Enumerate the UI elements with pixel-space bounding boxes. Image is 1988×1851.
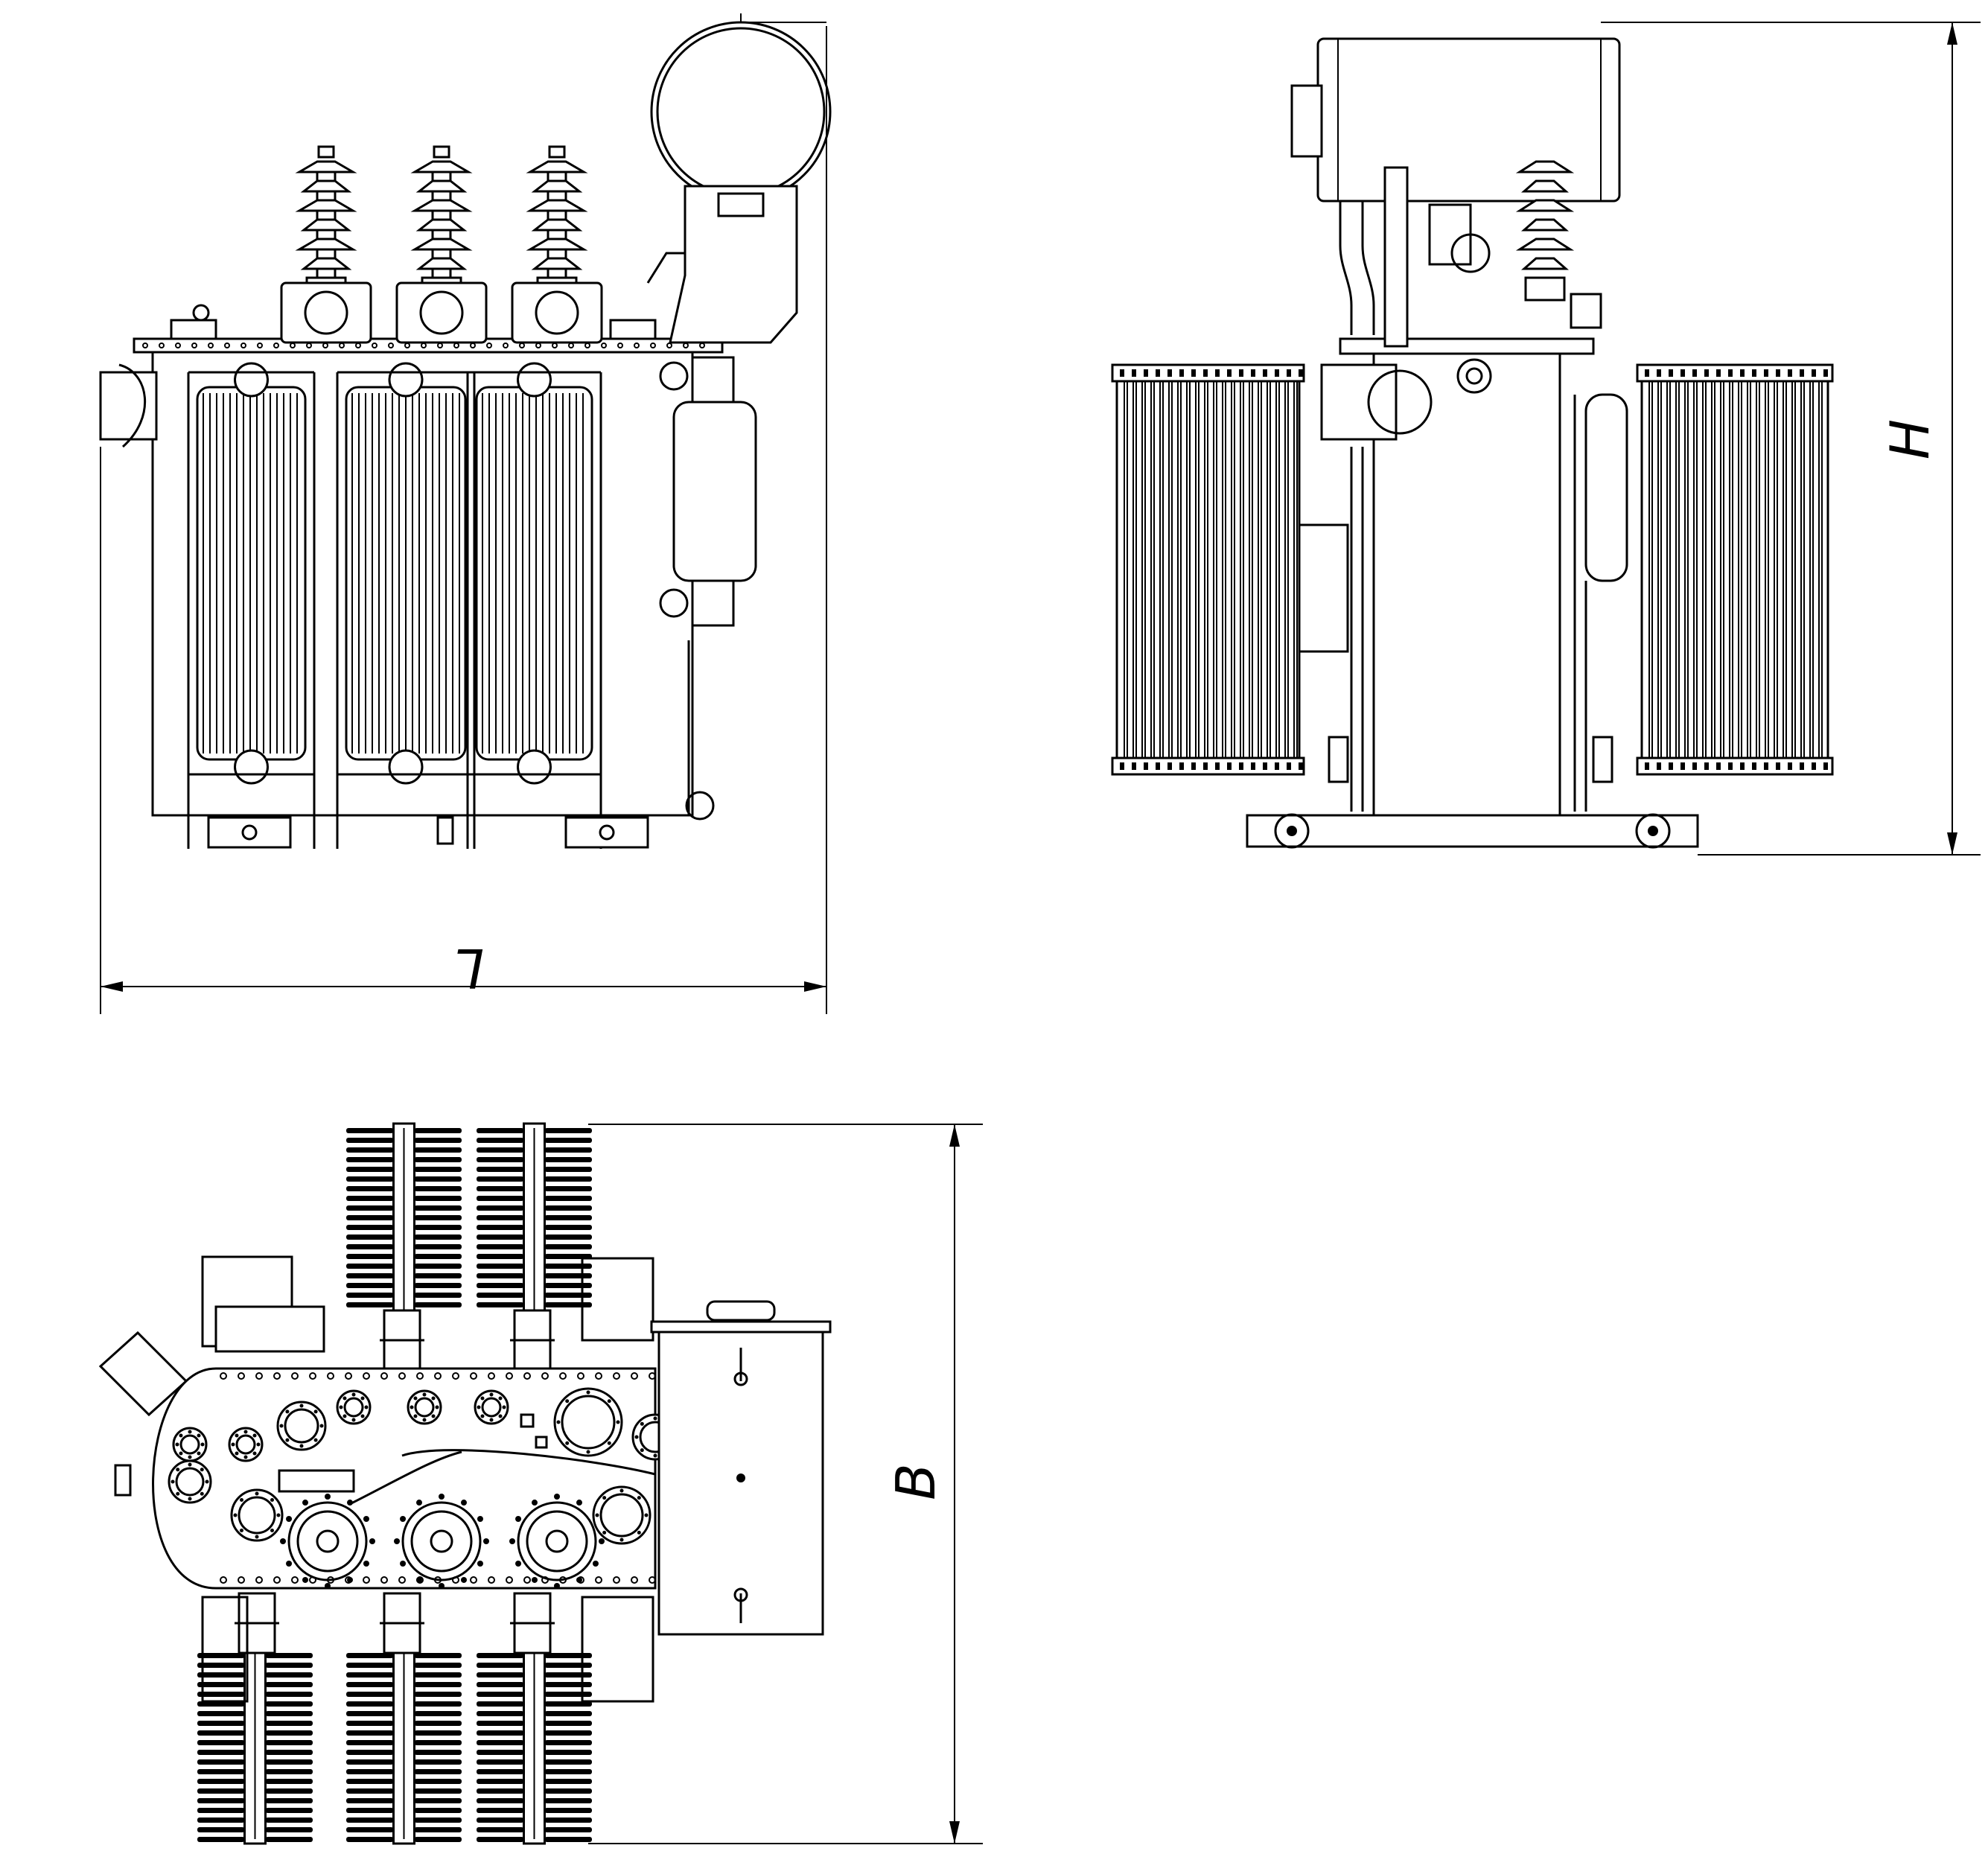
dimension-b-label: B [885,1463,947,1500]
front-cover [1339,337,1595,355]
top-cover-circles [168,1372,679,1589]
front-valve-block [1320,363,1398,441]
bushing-base-1 [280,281,372,344]
bushing-base-2 [395,281,488,344]
dimension-h: H [1601,22,1981,856]
top-view [98,1122,832,1845]
front-bushing [1428,160,1602,329]
foot-left [207,816,292,849]
dimension-l: L [100,22,827,1014]
side-radiators [187,362,602,849]
front-conservator-end [1290,84,1323,158]
conservator-tank [650,21,832,203]
front-tank [1372,348,1561,817]
side-expander [672,401,757,582]
front-base [1246,814,1699,848]
bushing-base-3 [511,281,603,344]
side-box [99,371,158,441]
dimension-l-label: L [454,937,484,999]
front-view [1111,37,1834,849]
side-view [99,13,832,849]
front-control-box [1298,523,1349,653]
dimension-b: B [588,1124,983,1844]
front-radiator-right [1636,363,1834,776]
front-expander [1584,393,1628,582]
front-conservator [1316,37,1621,203]
front-radiator-left [1111,363,1305,776]
top-control-cabinet [214,1305,325,1353]
conservator-support [669,185,798,344]
dimension-h-label: H [1879,419,1941,459]
foot-right [564,816,649,849]
side-bushings [295,145,588,290]
